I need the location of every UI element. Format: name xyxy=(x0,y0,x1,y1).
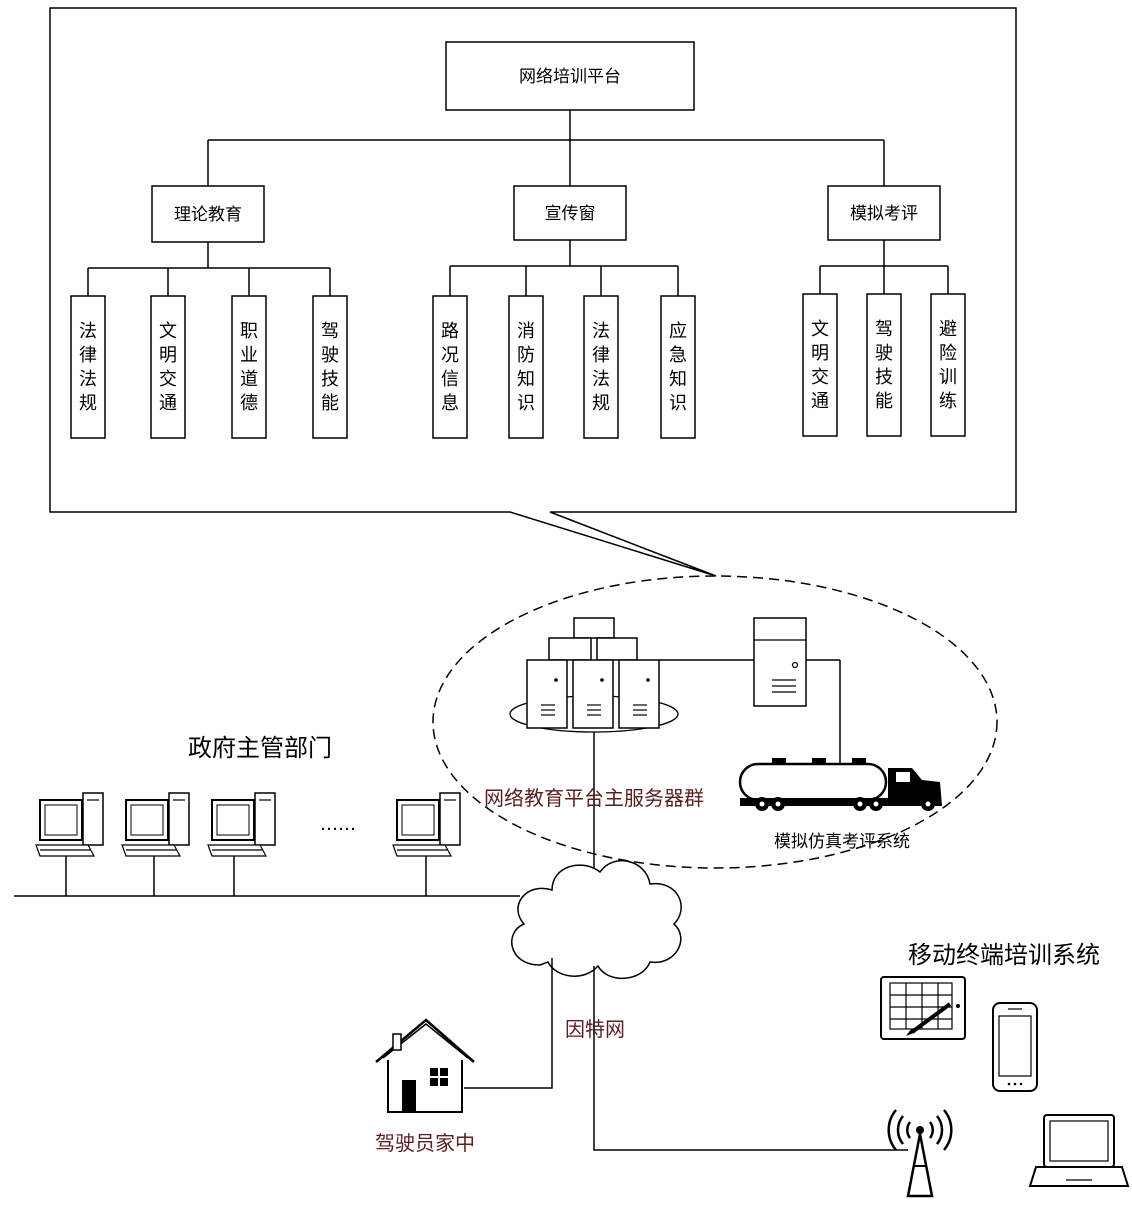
svg-text:道: 道 xyxy=(240,369,258,390)
svg-text:应: 应 xyxy=(669,321,687,342)
server-zone-ellipse xyxy=(432,575,998,869)
svg-text:网络培训平台: 网络培训平台 xyxy=(519,67,621,87)
svg-text:技: 技 xyxy=(321,369,339,390)
svg-text:能: 能 xyxy=(875,391,893,412)
svg-text:消: 消 xyxy=(517,321,535,342)
svg-text:律: 律 xyxy=(592,345,610,366)
svg-text:驶: 驶 xyxy=(321,345,339,366)
svg-text:防: 防 xyxy=(517,345,535,366)
svg-text:理论教育: 理论教育 xyxy=(174,205,242,225)
svg-text:交: 交 xyxy=(811,367,829,388)
svg-text:法: 法 xyxy=(592,321,610,342)
leaf-law-2: 法 律 法 规 xyxy=(583,295,619,439)
tanker-truck-icon xyxy=(738,758,942,811)
leaf-hazard-training: 避 险 训 练 xyxy=(930,293,966,437)
radio-tower-icon xyxy=(887,1109,953,1198)
svg-text:驾: 驾 xyxy=(321,321,339,342)
desktop-computer-icon xyxy=(392,792,461,857)
svg-text:法: 法 xyxy=(79,369,97,390)
svg-text:律: 律 xyxy=(79,345,97,366)
laptop-icon xyxy=(1028,1114,1130,1187)
svg-text:知: 知 xyxy=(517,369,535,390)
svg-text:业: 业 xyxy=(240,345,258,366)
svg-text:通: 通 xyxy=(159,393,177,414)
tree-root: 网络培训平台 xyxy=(445,41,695,111)
svg-text:况: 况 xyxy=(441,345,459,366)
leaf-emergency: 应 急 知 识 xyxy=(660,295,696,439)
leaf-ethics: 职 业 道 德 xyxy=(231,295,267,439)
svg-text:通: 通 xyxy=(811,391,829,412)
svg-text:避: 避 xyxy=(939,319,957,340)
simulation-server-icon xyxy=(753,617,807,707)
leaf-civil-traffic-2: 文 明 交 通 xyxy=(802,293,838,437)
internet-cloud-icon xyxy=(511,859,682,980)
svg-text:息: 息 xyxy=(441,393,459,414)
leaf-driving-skill: 驾 驶 技 能 xyxy=(312,295,348,439)
svg-text:法: 法 xyxy=(592,369,610,390)
svg-text:知: 知 xyxy=(669,369,687,390)
svg-text:明: 明 xyxy=(811,343,829,364)
svg-text:识: 识 xyxy=(669,393,687,414)
svg-text:训: 训 xyxy=(939,367,957,388)
svg-text:信: 信 xyxy=(441,369,459,390)
svg-text:职: 职 xyxy=(240,321,258,342)
svg-text:驶: 驶 xyxy=(875,343,893,364)
svg-text:德: 德 xyxy=(240,393,258,414)
home-label: 驾驶员家中 xyxy=(375,1131,475,1155)
svg-text:险: 险 xyxy=(939,343,957,364)
tree-group-simulation: 模拟考评 xyxy=(827,185,941,241)
svg-text:交: 交 xyxy=(159,369,177,390)
svg-text:练: 练 xyxy=(939,391,957,412)
svg-text:明: 明 xyxy=(159,345,177,366)
smartphone-icon xyxy=(992,1002,1038,1092)
leaf-fire-knowledge: 消 防 知 识 xyxy=(508,295,544,439)
server-cluster-label: 网络教育平台主服务器群 xyxy=(484,786,704,810)
desktop-computer-icon xyxy=(121,792,190,857)
svg-text:路: 路 xyxy=(441,321,459,342)
tree-group-theory: 理论教育 xyxy=(151,185,265,243)
leaf-road-info: 路 况 信 息 xyxy=(432,295,468,439)
leaf-driving-skill-2: 驾 驶 技 能 xyxy=(866,293,902,437)
svg-text:法: 法 xyxy=(79,321,97,342)
svg-text:模拟考评: 模拟考评 xyxy=(850,204,918,224)
internet-label: 因特网 xyxy=(565,1017,625,1041)
svg-text:宣传窗: 宣传窗 xyxy=(545,204,596,224)
svg-text:能: 能 xyxy=(321,393,339,414)
svg-text:文: 文 xyxy=(811,319,829,340)
ellipsis: …… xyxy=(320,814,356,835)
government-label: 政府主管部门 xyxy=(188,734,332,762)
svg-text:驾: 驾 xyxy=(875,319,893,340)
server-cluster-icon xyxy=(509,617,679,733)
svg-text:急: 急 xyxy=(669,345,687,366)
svg-text:规: 规 xyxy=(592,393,610,414)
svg-text:文: 文 xyxy=(159,321,177,342)
svg-text:规: 规 xyxy=(79,393,97,414)
tablet-icon xyxy=(880,976,966,1040)
simulation-system-label: 模拟仿真考评系统 xyxy=(774,832,910,852)
tree-group-publicity: 宣传窗 xyxy=(513,185,627,241)
desktop-computer-icon xyxy=(35,792,104,857)
svg-text:识: 识 xyxy=(517,393,535,414)
svg-text:技: 技 xyxy=(875,367,893,388)
leaf-law: 法 律 法 规 xyxy=(70,295,106,439)
callout-frame xyxy=(49,7,1017,577)
desktop-computer-icon xyxy=(207,792,276,857)
leaf-civil-traffic: 文 明 交 通 xyxy=(150,295,186,439)
house-icon xyxy=(375,1018,475,1113)
mobile-system-label: 移动终端培训系统 xyxy=(908,941,1100,969)
